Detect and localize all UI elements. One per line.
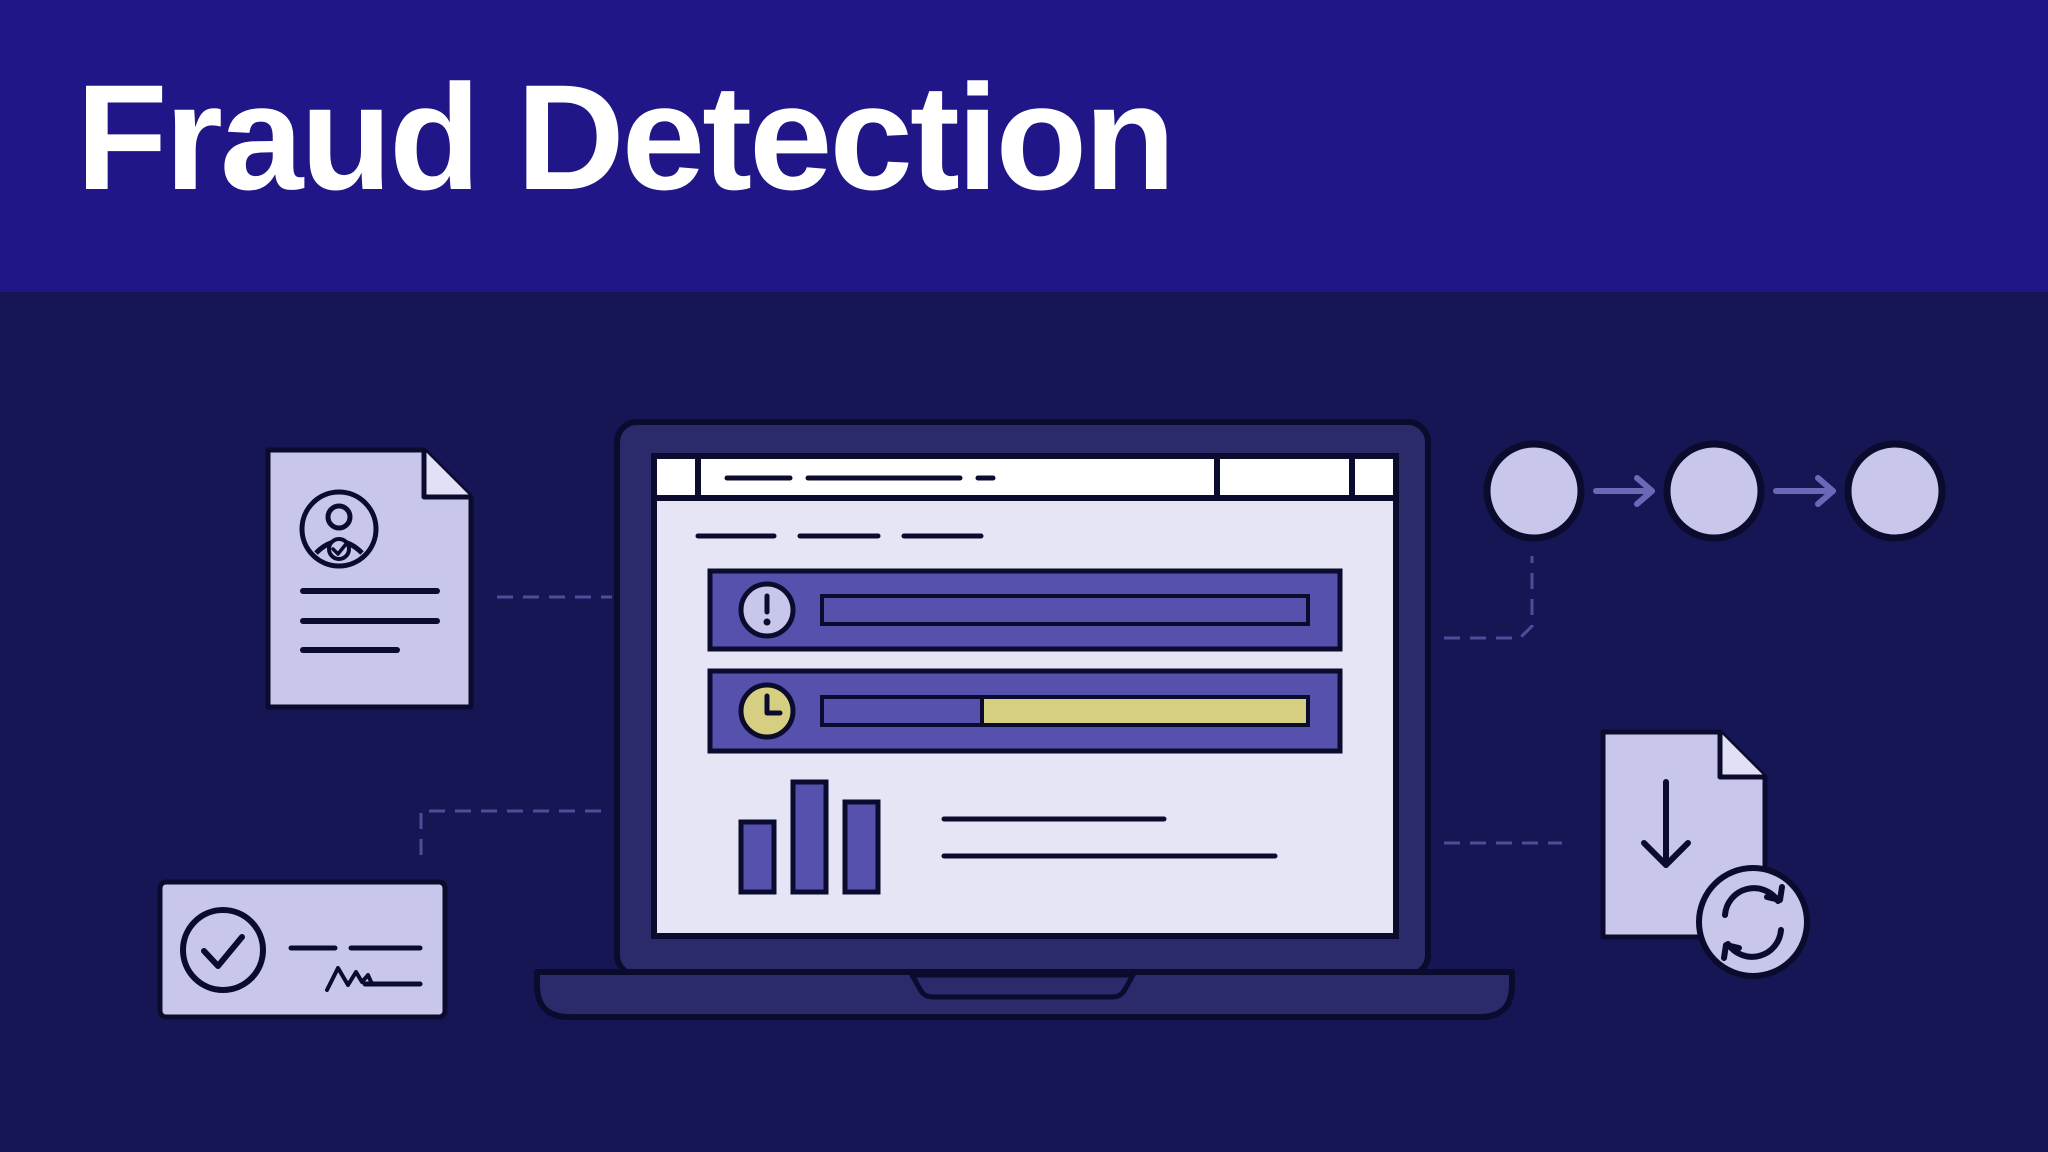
identity-document-icon — [265, 447, 474, 710]
workflow-nodes-icon — [1483, 440, 1946, 542]
chart-bar — [842, 799, 881, 895]
alert-icon — [738, 581, 796, 639]
check-text-lines — [288, 945, 423, 987]
refresh-icon — [1696, 865, 1810, 979]
workflow-node — [1483, 440, 1585, 542]
document-text-lines — [300, 588, 440, 653]
workflow-node — [1844, 440, 1946, 542]
download-document-icon — [1600, 729, 1810, 979]
laptop-icon — [534, 419, 1515, 1020]
alert-row — [707, 568, 1343, 652]
signed-check-icon — [157, 879, 448, 1020]
chart-bar — [738, 819, 777, 895]
browser-toolbar — [651, 453, 1399, 501]
chart-bar — [790, 779, 829, 895]
checkmark-icon — [180, 907, 266, 993]
laptop-notch — [909, 972, 1136, 1000]
header-banner: Fraud Detection — [0, 0, 2048, 292]
clock-icon — [738, 682, 796, 740]
pending-row — [707, 668, 1343, 754]
summary-lines — [941, 816, 1278, 859]
signature-icon — [325, 966, 374, 992]
bar-chart-icon — [738, 779, 881, 895]
arrow-right-icon — [1593, 475, 1655, 507]
workflow-node — [1663, 440, 1765, 542]
page-title: Fraud Detection — [76, 53, 1176, 221]
fraud-detection-illustration — [157, 419, 1946, 1020]
user-check-icon — [299, 489, 379, 569]
connector-check-laptop — [419, 809, 606, 855]
dashed-connectors — [419, 556, 1562, 855]
progress-bar — [820, 695, 1310, 727]
illustration-scene — [0, 292, 2048, 1152]
arrow-right-icon — [1773, 475, 1836, 507]
connector-laptop-nodes — [1444, 556, 1534, 640]
